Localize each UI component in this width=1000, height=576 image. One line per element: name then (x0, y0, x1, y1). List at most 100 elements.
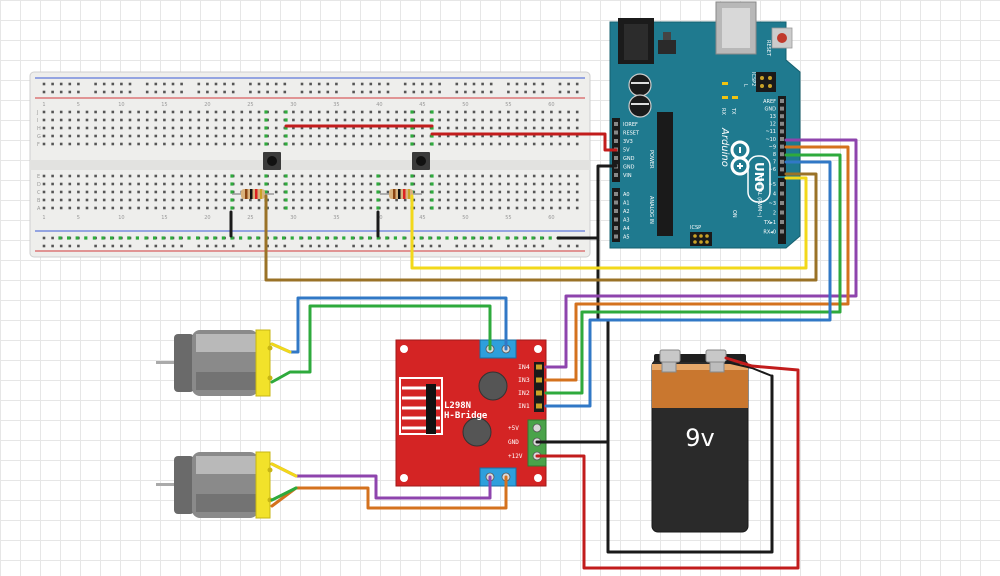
power-pin-hole[interactable] (614, 139, 618, 143)
digital-pin-hole[interactable] (780, 144, 784, 149)
connection-dot (325, 236, 329, 240)
driver-input-pin[interactable] (536, 377, 542, 383)
connection-dot (67, 236, 71, 240)
connection-dot (161, 236, 165, 240)
connection-dot (430, 142, 434, 146)
on-label: ON (731, 210, 737, 218)
connection-dot (368, 236, 372, 240)
driver-input-pin[interactable] (536, 403, 542, 409)
digital-pin-hole[interactable] (780, 137, 784, 141)
digital-pin-label: 12 (770, 122, 776, 128)
analog-pin-hole[interactable] (614, 192, 618, 196)
digital-pin-label: 13 (770, 114, 776, 120)
power-pin-hole[interactable] (614, 122, 618, 126)
analog-pin-label: A4 (623, 226, 630, 232)
connection-dot (230, 198, 234, 202)
breadboard-column-number: 5 (77, 102, 80, 108)
connection-dot (376, 198, 380, 202)
breadboard-row-letter: E (37, 174, 40, 180)
power-pin-label: VIN (623, 173, 632, 179)
connection-dot (548, 236, 552, 240)
power-pin-hole[interactable] (614, 173, 618, 177)
breadboard-column-number: 25 (247, 102, 253, 108)
analog-pin-label: A1 (623, 200, 630, 206)
driver-power-label: +12V (508, 453, 523, 460)
connection-dot (264, 134, 268, 138)
analog-pin-label: A5 (623, 234, 630, 240)
breadboard-row-letter: B (37, 198, 41, 204)
power-pin-hole[interactable] (614, 156, 618, 160)
breadboard-column-number: 45 (419, 215, 425, 221)
connection-dot (430, 174, 434, 178)
analog-pin-hole[interactable] (614, 226, 618, 230)
connection-dot (430, 198, 434, 202)
driver-input-pin[interactable] (536, 390, 542, 396)
power-pin-hole[interactable] (614, 130, 618, 135)
digital-pin-hole[interactable] (780, 99, 784, 103)
push-button-1[interactable] (263, 152, 281, 170)
digital-pin-hole[interactable] (780, 152, 784, 157)
push-button-2[interactable] (412, 152, 430, 170)
digital-pin-hole[interactable] (780, 210, 784, 215)
breadboard-column-number: 5 (77, 215, 80, 221)
connection-dot (284, 142, 288, 146)
breadboard-row-letter: I (37, 118, 38, 124)
digital-pin-hole[interactable] (780, 114, 784, 119)
digital-pin-hole[interactable] (780, 182, 784, 186)
breadboard-column-number: 60 (548, 215, 554, 221)
connection-dot (376, 190, 380, 194)
analog-pin-hole[interactable] (614, 200, 618, 205)
connection-dot (410, 174, 414, 178)
analog-pin-hole[interactable] (614, 209, 618, 213)
connection-dot (284, 190, 288, 194)
analog-pin-hole[interactable] (614, 234, 618, 239)
breadboard-row-letter: D (37, 182, 41, 188)
analog-pin-hole[interactable] (614, 217, 618, 222)
connection-dot (127, 236, 131, 240)
connection-dot (75, 236, 79, 240)
reset-label: RESET (765, 40, 771, 57)
digital-pin-hole[interactable] (780, 167, 784, 172)
tx-label: TX (730, 107, 736, 115)
motor-a-terminal[interactable] (479, 339, 517, 359)
digital-pin-label: 7 (773, 160, 776, 166)
motor-b-terminal[interactable] (479, 467, 517, 487)
wire-black-battery (596, 236, 774, 554)
digital-pin-hole[interactable] (780, 106, 784, 111)
wire-brown-pin3 (264, 172, 818, 282)
digital-pin-hole[interactable] (780, 201, 784, 205)
breadboard-row-letter: C (37, 190, 41, 196)
connection-dot (393, 236, 397, 240)
connection-dot (428, 236, 432, 240)
digital-pin-hole[interactable] (780, 129, 784, 134)
digital-pin-hole[interactable] (780, 191, 784, 196)
wire-black-battery-lead (725, 361, 773, 377)
digital-pin-label: TX▸1 (763, 220, 776, 226)
icsp2-header (756, 72, 776, 92)
driver-input-label: IN3 (518, 376, 530, 384)
connection-dot (316, 236, 320, 240)
digital-pin-hole[interactable] (780, 121, 784, 126)
breadboard-column-number: 55 (505, 102, 511, 108)
connection-dot (284, 126, 288, 130)
connection-dot (264, 182, 268, 186)
connection-dot (471, 236, 475, 240)
connection-dot (247, 236, 251, 240)
digital-pin-hole[interactable] (780, 229, 784, 234)
digital-pin-label: ~11 (765, 129, 776, 135)
connection-dot (118, 236, 122, 240)
connection-dot (307, 236, 311, 240)
connection-dot (144, 236, 148, 240)
connection-dot (282, 236, 286, 240)
atmega-chip (657, 112, 673, 236)
digital-pin-hole[interactable] (780, 220, 784, 224)
connection-dot (497, 236, 501, 240)
connection-dot (430, 110, 434, 114)
l298n-chip (426, 384, 436, 434)
digital-pin-hole[interactable] (780, 159, 784, 164)
power-section-label: POWER (648, 150, 654, 169)
connection-dot (221, 236, 225, 240)
driver-input-pin[interactable] (536, 364, 542, 370)
